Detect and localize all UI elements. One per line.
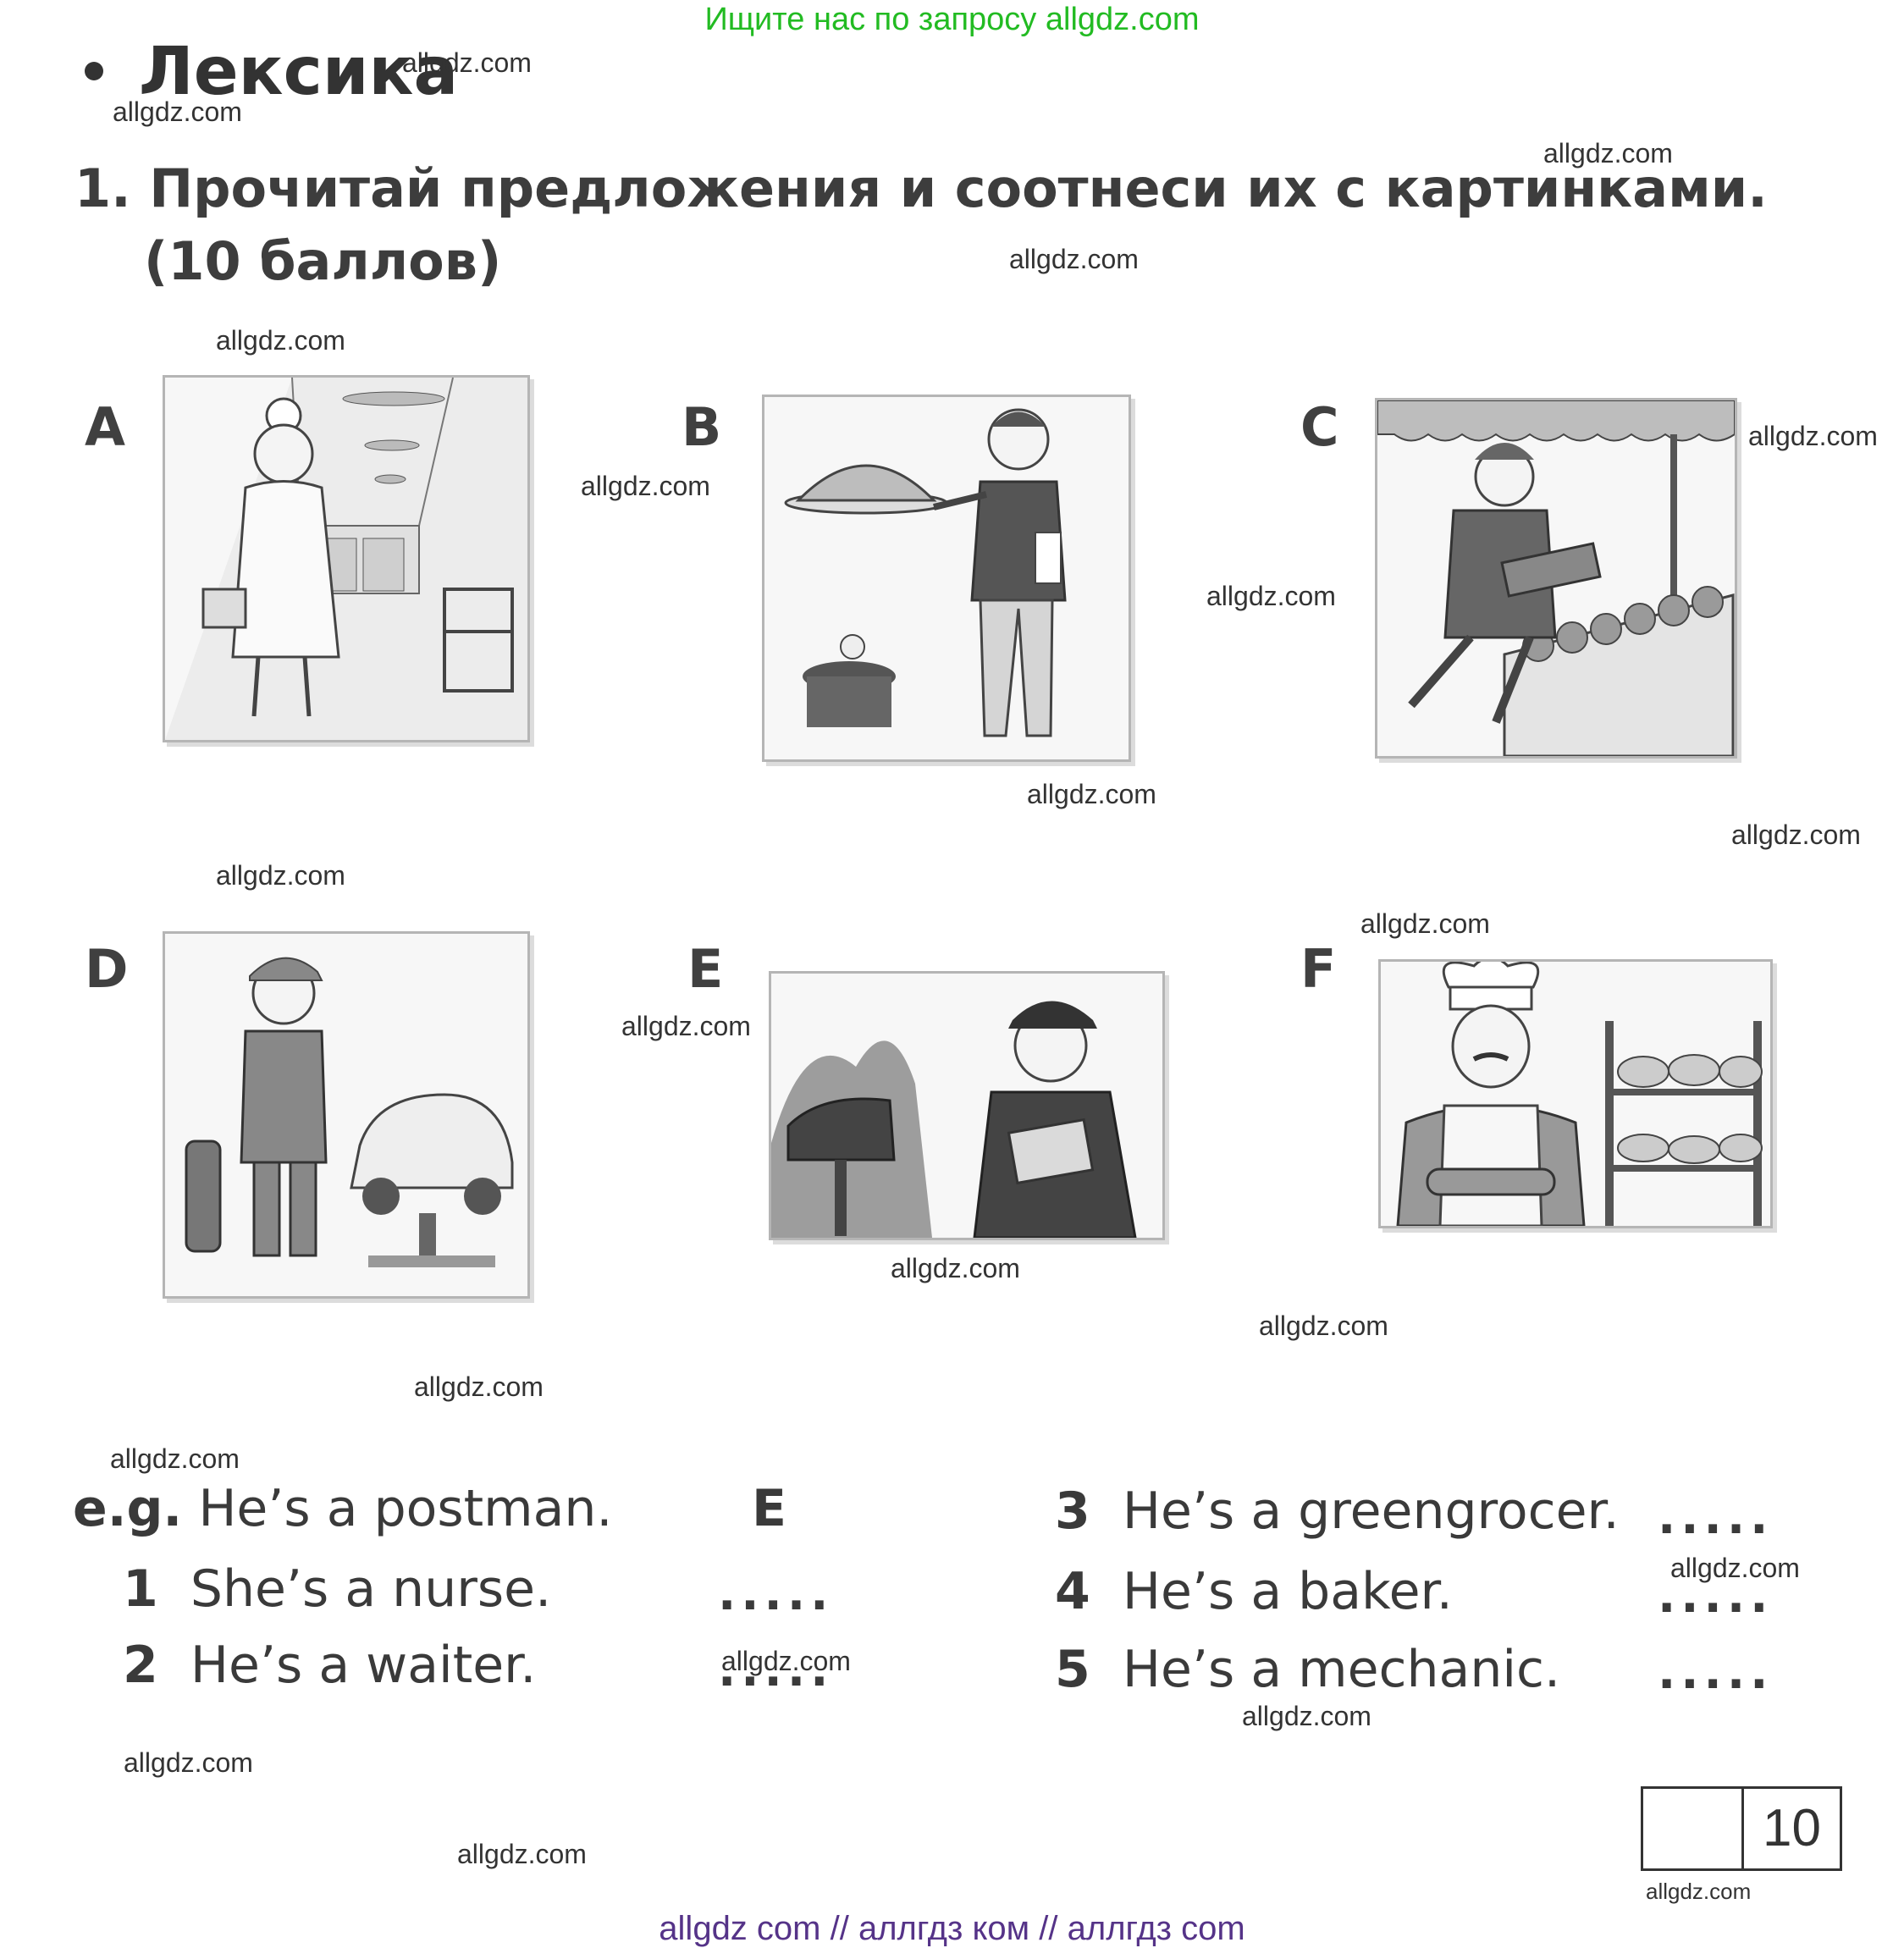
sentence-5-text: He’s a mechanic. — [1122, 1640, 1561, 1699]
bottom-banner[interactable]: allgdz com // аллгдз ком // аллгдз com — [659, 1910, 1245, 1947]
sentence-1-text: She’s a nurse. — [190, 1559, 552, 1619]
watermark: allgdz.com — [457, 1839, 587, 1869]
sentence-1: 1 She’s a nurse. — [123, 1559, 551, 1619]
score-box: 10 — [1641, 1786, 1842, 1871]
example-sentence: e.g. He’s a postman. — [73, 1479, 612, 1538]
picture-letter-f: F — [1300, 938, 1337, 1000]
example-answer: E — [752, 1479, 786, 1538]
nurse-illustration — [163, 375, 530, 742]
watermark: allgdz.com — [1748, 421, 1878, 451]
picture-letter-d: D — [85, 938, 129, 1000]
top-banner[interactable]: Ищите нас по запросу allgdz.com — [704, 2, 1200, 37]
sentence-4: 4 He’s a baker. — [1055, 1562, 1453, 1621]
task-instruction: 1. Прочитай предложения и соотнеси их с … — [75, 157, 1768, 219]
waiter-illustration — [762, 395, 1131, 762]
task-points: (10 баллов) — [144, 230, 502, 292]
nurse-icon — [165, 378, 527, 740]
waiter-icon — [784, 408, 1067, 737]
watermark: allgdz.com — [1259, 1311, 1388, 1341]
postman-icon — [771, 1001, 1137, 1238]
sentence-3-answer-blank[interactable]: ..... — [1658, 1490, 1774, 1545]
sentence-1-answer-blank[interactable]: ..... — [718, 1566, 834, 1621]
watermark: allgdz.com — [1670, 1553, 1800, 1583]
greengrocer-illustration — [1375, 398, 1737, 759]
watermark: allgdz.com — [1360, 908, 1490, 939]
watermark: allgdz.com — [621, 1011, 751, 1041]
picture-letter-e: E — [687, 938, 724, 1000]
mechanic-illustration — [163, 931, 530, 1299]
baker-icon — [1396, 962, 1763, 1226]
sentence-4-number: 4 — [1055, 1562, 1090, 1621]
example-label: e.g. — [73, 1479, 183, 1538]
watermark: allgdz.com — [581, 471, 710, 501]
score-blank[interactable] — [1643, 1789, 1744, 1868]
sentence-3-number: 3 — [1055, 1482, 1090, 1541]
baker-illustration — [1378, 959, 1773, 1228]
section-title-text: Лексика — [139, 34, 459, 110]
watermark: allgdz.com — [721, 1646, 851, 1676]
sentence-4-text: He’s a baker. — [1122, 1562, 1453, 1621]
greengrocer-icon — [1377, 400, 1735, 756]
postman-illustration — [769, 971, 1165, 1240]
sentence-2-text: He’s a waiter. — [190, 1636, 537, 1695]
watermark: allgdz.com — [414, 1371, 544, 1402]
picture-letter-b: B — [682, 396, 722, 458]
bullet-icon — [85, 61, 103, 80]
watermark: allgdz.com — [1206, 581, 1336, 611]
example-text: He’s a postman. — [198, 1479, 613, 1538]
sentence-2-answer-blank[interactable]: ..... — [718, 1642, 834, 1697]
watermark: allgdz.com — [1242, 1701, 1371, 1731]
picture-letter-c: C — [1300, 396, 1339, 458]
sentence-5: 5 He’s a mechanic. — [1055, 1640, 1560, 1699]
watermark: allgdz.com — [891, 1253, 1020, 1283]
watermark: allgdz.com — [216, 860, 345, 891]
task-heading: 1. Прочитай предложения и соотнеси их с … — [75, 152, 1768, 298]
watermark: allgdz.com — [216, 325, 345, 356]
sentence-2-number: 2 — [123, 1636, 158, 1695]
sentence-4-answer-blank[interactable]: ..... — [1658, 1569, 1774, 1624]
picture-letter-a: A — [85, 396, 125, 458]
sentence-2: 2 He’s a waiter. — [123, 1636, 536, 1695]
mechanic-icon — [185, 957, 514, 1267]
watermark: allgdz.com — [1646, 1879, 1752, 1904]
sentence-5-answer-blank[interactable]: ..... — [1658, 1645, 1774, 1700]
score-value: 10 — [1763, 1799, 1821, 1857]
watermark: allgdz.com — [113, 97, 242, 127]
sentence-5-number: 5 — [1055, 1640, 1090, 1699]
sentence-3: 3 He’s a greengrocer. — [1055, 1482, 1620, 1541]
watermark: allgdz.com — [402, 47, 532, 78]
watermark: allgdz.com — [1731, 819, 1861, 850]
sentence-3-text: He’s a greengrocer. — [1122, 1482, 1620, 1541]
section-title: Лексика — [85, 34, 458, 110]
watermark: allgdz.com — [1009, 244, 1139, 274]
watermark: allgdz.com — [124, 1747, 253, 1778]
watermark: allgdz.com — [1027, 779, 1156, 809]
watermark: allgdz.com — [1543, 138, 1673, 168]
watermark: allgdz.com — [110, 1443, 240, 1474]
sentence-1-number: 1 — [123, 1559, 158, 1619]
